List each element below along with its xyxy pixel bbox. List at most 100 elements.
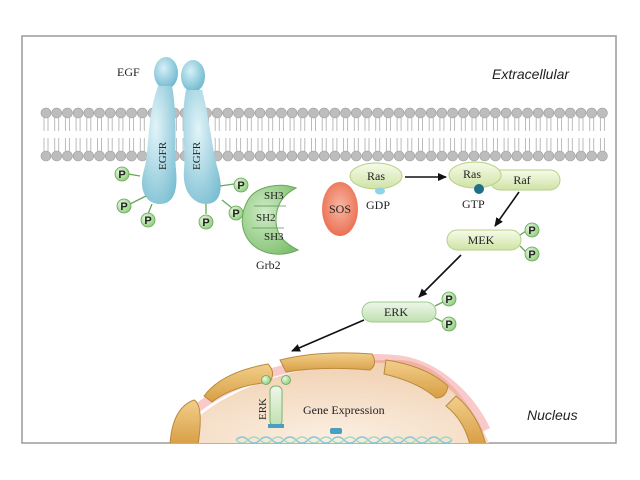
lipid-head [137, 150, 148, 162]
svg-text:P: P [528, 249, 535, 261]
lipid-head [511, 107, 523, 119]
ras-gdp-label: Ras [367, 169, 385, 183]
grb2-domain-sh3-top: SH3 [264, 190, 284, 202]
lipid-head [575, 150, 587, 162]
egfr-dimer [141, 86, 221, 204]
lipid-head [340, 107, 351, 119]
svg-text:P: P [445, 294, 452, 306]
lipid-head [575, 107, 587, 119]
erk-phospho-2: P [441, 316, 457, 332]
lipid-head [564, 150, 576, 162]
lipid-head [586, 150, 598, 162]
lipid-head [415, 150, 426, 162]
dna-strand-b [235, 436, 453, 443]
nuclear-envelope [169, 352, 486, 443]
lipid-head [276, 150, 287, 162]
lipid-head [479, 150, 491, 162]
arrow-mek-to-erk [418, 254, 462, 298]
svg-text:P: P [445, 319, 452, 331]
dna-bound-factor [330, 428, 342, 434]
lipid-head [479, 107, 491, 119]
egf-label: EGF [117, 65, 140, 79]
lipid-head [393, 150, 405, 162]
pathway-arrows [291, 173, 520, 352]
lipid-head [115, 150, 127, 162]
lipid-head [126, 150, 137, 162]
lipid-head [490, 107, 501, 119]
lipid-head [532, 107, 544, 119]
lipid-head [265, 107, 277, 119]
lipid-head [104, 150, 116, 162]
lipid-head [329, 150, 341, 162]
lipid-head [222, 107, 234, 119]
lipid-head [297, 150, 309, 162]
lipid-head [104, 107, 116, 119]
lipid-head [350, 107, 362, 119]
mek-kinase [446, 229, 522, 251]
lipid-head [51, 150, 63, 162]
lipid-head [468, 150, 480, 162]
phospho-site-6: P [228, 205, 244, 221]
lipid-head [222, 150, 234, 162]
lipid-head [276, 107, 287, 119]
lipid-head [436, 150, 448, 162]
lipid-head [94, 107, 105, 119]
lipid-head [372, 150, 384, 162]
lipid-head [457, 107, 469, 119]
lipid-head [468, 107, 480, 119]
mek-label: MEK [468, 233, 495, 247]
lipid-head [361, 107, 373, 119]
lipid-head [532, 150, 544, 162]
mek-phospho-2: P [524, 246, 540, 262]
svg-text:P: P [144, 215, 151, 227]
lipid-head [383, 150, 394, 162]
lipid-head [447, 150, 458, 162]
lipid-head [361, 150, 373, 162]
sos-label: SOS [329, 202, 351, 216]
lipid-head [115, 107, 127, 119]
lipid-head [372, 107, 384, 119]
grb2-adaptor [241, 184, 300, 255]
phospho-site-1: P [114, 166, 130, 182]
lipid-head [597, 150, 608, 162]
erk-kinase [361, 301, 437, 323]
lipid-head [564, 107, 576, 119]
egfr-left [141, 86, 177, 204]
raf-label: Raf [513, 173, 530, 187]
lipid-head [500, 107, 512, 119]
lipid-head [308, 107, 319, 119]
lipid-head [51, 107, 63, 119]
lipid-head [522, 150, 533, 162]
egfr-right [183, 90, 221, 204]
phospho-site-4: P [233, 177, 249, 193]
lipid-head [254, 107, 266, 119]
lipid-head [265, 150, 277, 162]
lipid-head [83, 107, 95, 119]
lipid-head [72, 150, 84, 162]
lipid-head [554, 107, 565, 119]
lipid-head [415, 107, 426, 119]
mek-phospho-1: P [524, 222, 540, 238]
erk-label: ERK [384, 305, 408, 319]
grb2-domain-sh2: SH2 [256, 212, 276, 224]
lipid-head [436, 107, 448, 119]
sos-protein [322, 182, 358, 236]
lipid-head [83, 150, 95, 162]
nuclear-erk-label: ERK [257, 398, 269, 420]
extracellular-label: Extracellular [492, 66, 570, 82]
lipid-head [543, 107, 555, 119]
lipid-head [40, 107, 52, 119]
phospho-site-3: P [140, 212, 156, 228]
arrow-erk-to-nucleus [291, 319, 365, 352]
grb2-domain-sh3-bottom: SH3 [264, 231, 284, 243]
lipid-head [586, 107, 598, 119]
gdp-label: GDP [366, 198, 390, 212]
receptor-phosphates: P P P P P P [114, 166, 249, 230]
lipid-head [425, 107, 437, 119]
lipid-head [329, 107, 341, 119]
gtp-label: GTP [462, 197, 485, 211]
lipid-head [297, 107, 309, 119]
gtp-nucleotide [474, 184, 484, 194]
egf-ligand-right [181, 60, 205, 92]
lipid-head [62, 107, 73, 119]
